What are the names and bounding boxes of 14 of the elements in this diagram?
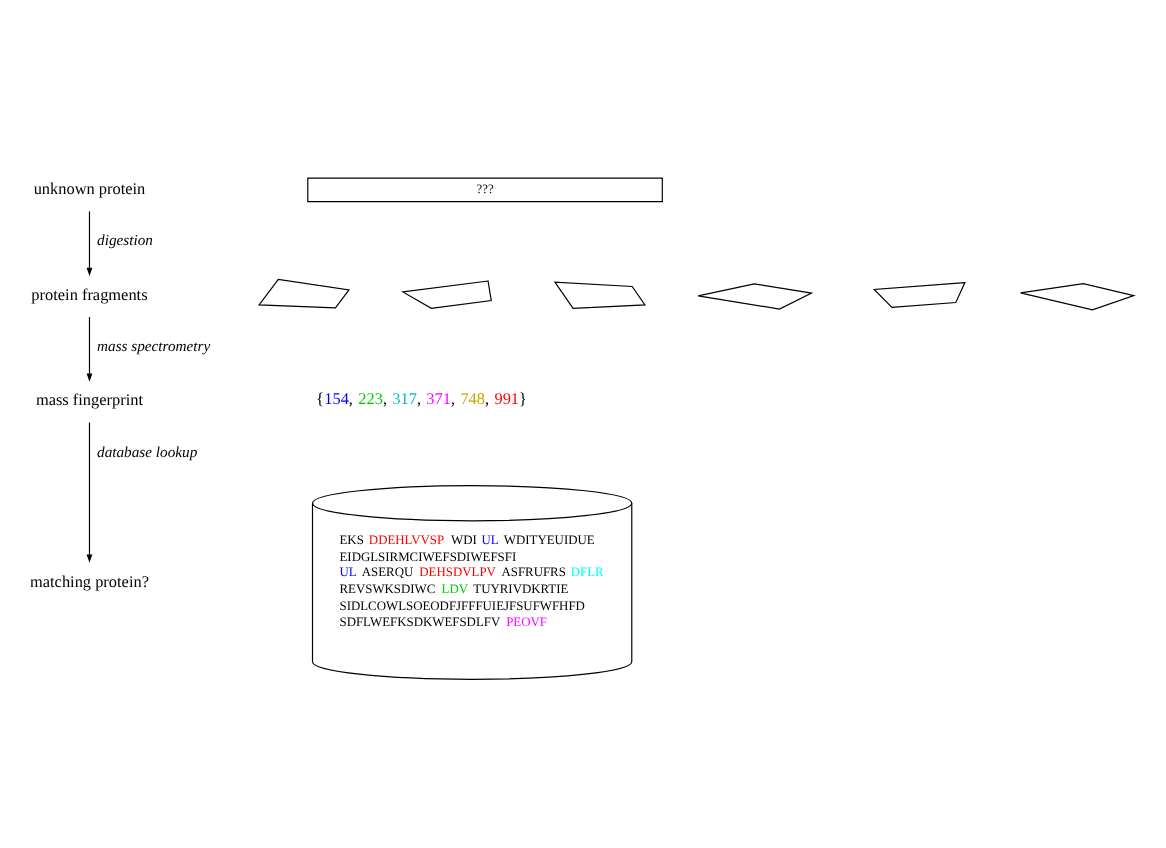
- node-box: [1020, 283, 1136, 311]
- arrow: [86, 316, 93, 382]
- node-text: mass fingerprint: [35, 391, 144, 410]
- node-box: [257, 278, 351, 309]
- node-text: protein fragments: [31, 285, 148, 304]
- node-box: [872, 281, 966, 308]
- node-box: [401, 280, 492, 309]
- node-box: [553, 281, 647, 309]
- node-text: unknown protein: [33, 180, 146, 199]
- node-box: [697, 283, 814, 310]
- arrow: [86, 210, 93, 277]
- node-text: matching protein?: [30, 572, 149, 591]
- label: {154, 223, 317, 371, 748, 991}: [316, 390, 527, 409]
- arrow: [86, 421, 93, 563]
